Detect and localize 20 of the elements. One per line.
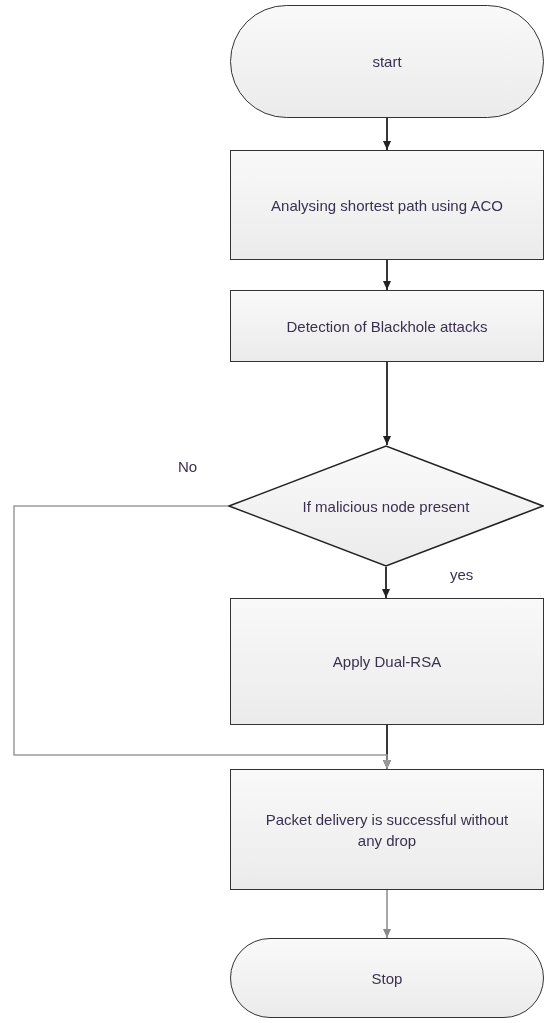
node-text: If malicious node present [301,496,471,517]
arrow [13,505,391,770]
decision-diamond [228,445,544,567]
node-text: Stop [370,968,404,989]
process-box [230,150,544,260]
node-text: start [371,52,403,72]
arrow [382,566,390,599]
arrow [383,361,391,446]
arrow [383,889,391,939]
process-box [230,598,544,725]
node-text: Analysing shortest path using ACO [270,195,504,216]
terminal-pill [230,5,544,118]
arrow [383,117,391,151]
node-text: Packet delivery is successful without any drop [264,809,510,851]
process-box [230,290,544,362]
node-text: Detection of Blackhole attacks [285,316,489,337]
terminal-pill [230,938,544,1018]
node-text: Apply Dual-RSA [331,652,443,672]
arrow [383,259,391,291]
process-box [230,769,544,890]
